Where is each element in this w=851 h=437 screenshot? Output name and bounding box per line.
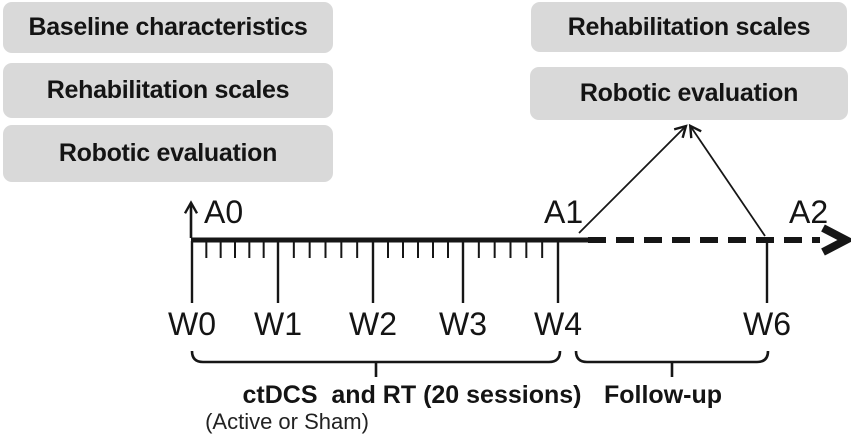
- assessment-label-a1: A1: [544, 194, 584, 230]
- assessment-label-a2: A2: [789, 194, 829, 230]
- box-robotic-evaluation-left: Robotic evaluation: [3, 125, 333, 182]
- box-robotic-evaluation-right: Robotic evaluation: [530, 67, 848, 120]
- bracket-treatment-phase: [190, 350, 562, 377]
- bracket-followup-phase: [574, 350, 770, 377]
- box-rehabilitation-scales-left: Rehabilitation scales: [3, 63, 333, 118]
- assessment-label-a0: A0: [204, 194, 244, 230]
- timeline-arrowhead-icon: [821, 224, 851, 256]
- box-baseline-characteristics: Baseline characteristics: [3, 2, 333, 53]
- week-label-w0: W0: [168, 306, 216, 342]
- week-label-w6: W6: [743, 306, 791, 342]
- week-label-w3: W3: [439, 306, 487, 342]
- treatment-phase-sublabel: (Active or Sham): [205, 409, 369, 434]
- arrow-a1-to-robotic-evaluation: [578, 124, 688, 234]
- treatment-phase-label: ctDCS and RT (20 sessions): [242, 381, 582, 409]
- week-label-w1: W1: [254, 306, 302, 342]
- week-label-w4: W4: [534, 306, 582, 342]
- week-label-w2: W2: [349, 306, 397, 342]
- timeline-ticks: [190, 241, 769, 303]
- followup-phase-label: Follow-up: [603, 381, 723, 409]
- box-rehabilitation-scales-right: Rehabilitation scales: [531, 2, 847, 52]
- arrow-a2-to-robotic-evaluation: [688, 123, 766, 237]
